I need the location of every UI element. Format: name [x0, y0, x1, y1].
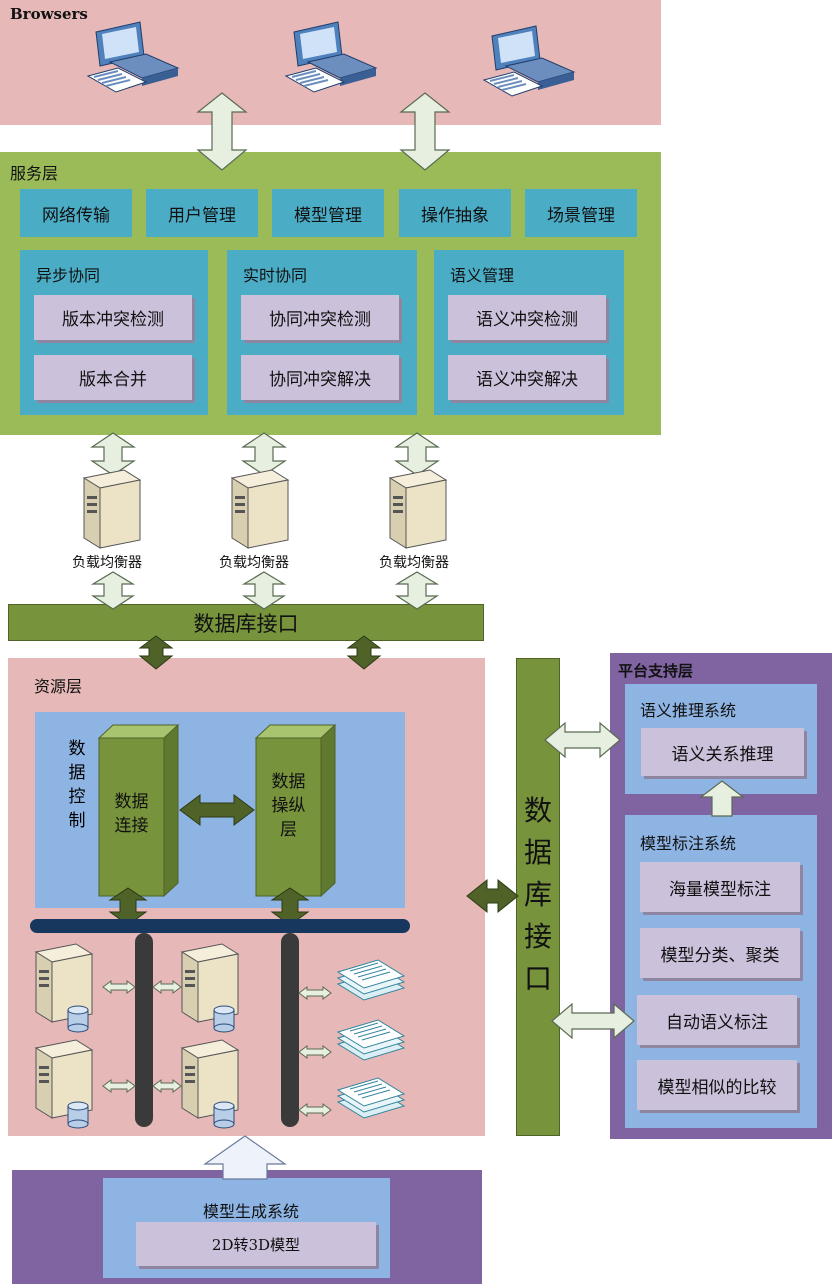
- browser-computer-icon: [483, 25, 575, 97]
- reasoning-item: 语义关系推理: [641, 728, 804, 776]
- group-async-item-2: 版本合并: [34, 355, 192, 400]
- data-control-char-3: 控: [68, 787, 86, 807]
- module-network: 网络传输: [20, 189, 132, 237]
- annotation-item-2: 模型分类、聚类: [640, 928, 800, 978]
- resource-layer-title: 资源层: [34, 677, 83, 696]
- resource-db-arrow: [466, 878, 519, 914]
- data-bus: [30, 919, 410, 933]
- document-stack-icon: [337, 959, 405, 1001]
- group-async-title: 异步协同: [36, 266, 101, 285]
- generation-resource-arrow: [203, 1135, 287, 1180]
- data-connect-line-1: 数据: [114, 792, 149, 812]
- browser-computer-icon: [87, 21, 179, 93]
- lb-db-arrows: [90, 571, 440, 610]
- db-interface-char-2: 据: [523, 836, 552, 869]
- db-interface-char-3: 库: [523, 878, 552, 911]
- data-ops-line-1: 数据: [271, 772, 306, 792]
- data-control-char-1: 数: [68, 739, 86, 759]
- module-scene: 场景管理: [525, 189, 637, 237]
- group-realtime-item-1: 协同冲突检测: [241, 295, 399, 340]
- group-semantic-item-1: 语义冲突检测: [448, 295, 606, 340]
- annotation-system-title: 模型标注系统: [640, 834, 737, 853]
- module-user: 用户管理: [146, 189, 258, 237]
- database-icon: [213, 1101, 235, 1129]
- browsers-title: Browsers: [10, 5, 88, 23]
- server-bus-arrows: [102, 980, 332, 1117]
- data-ops-label: 数据 操纵 层: [256, 770, 321, 842]
- db-interface-char-1: 数: [523, 794, 552, 827]
- database-icon: [67, 1005, 89, 1033]
- browser-service-arrows: [196, 92, 451, 171]
- data-control-label: 数 据 控 制: [66, 737, 88, 833]
- database-icon: [213, 1005, 235, 1033]
- group-semantic-title: 语义管理: [450, 266, 515, 285]
- connect-ops-arrow: [179, 794, 255, 826]
- group-async-item-1: 版本冲突检测: [34, 295, 192, 340]
- document-stack-icon: [337, 1019, 405, 1061]
- data-ops-line-2: 操纵: [271, 796, 306, 816]
- browser-computer-icon: [285, 21, 377, 93]
- db-resource-arrows: [138, 635, 382, 670]
- document-stack-icon: [337, 1077, 405, 1119]
- annotation-item-1: 海量模型标注: [640, 862, 800, 912]
- data-connect-line-2: 连接: [114, 816, 149, 836]
- annotation-reasoning-arrow: [699, 780, 745, 817]
- module-model: 模型管理: [272, 189, 384, 237]
- group-realtime-item-2: 协同冲突解决: [241, 355, 399, 400]
- load-balancer-label-3: 负载均衡器: [379, 555, 449, 571]
- service-layer-title: 服务层: [10, 164, 59, 183]
- db-platform-arrows: [544, 721, 635, 1040]
- generation-system-title: 模型生成系统: [203, 1202, 300, 1221]
- service-lb-arrows: [90, 432, 440, 476]
- annotation-item-4: 模型相似的比较: [637, 1060, 797, 1110]
- annotation-item-3: 自动语义标注: [637, 995, 797, 1045]
- group-semantic-item-2: 语义冲突解决: [448, 355, 606, 400]
- data-connect-block: [97, 723, 180, 898]
- platform-layer-title: 平台支持层: [618, 662, 694, 680]
- load-balancer-server-icon: [231, 469, 289, 549]
- db-interface-char-5: 口: [523, 962, 552, 995]
- database-icon: [67, 1101, 89, 1129]
- data-control-char-2: 据: [68, 763, 86, 783]
- data-control-char-4: 制: [68, 811, 86, 831]
- group-realtime-title: 实时协同: [243, 266, 308, 285]
- server-bus: [135, 933, 153, 1127]
- file-bus: [281, 933, 299, 1127]
- data-ops-line-3: 层: [280, 820, 297, 840]
- data-ops-block: [254, 723, 337, 898]
- reasoning-system-title: 语义推理系统: [640, 701, 737, 720]
- db-interface-char-4: 接: [523, 920, 552, 953]
- load-balancer-server-icon: [389, 469, 447, 549]
- module-operation: 操作抽象: [399, 189, 511, 237]
- load-balancer-server-icon: [83, 469, 141, 549]
- db-interface-horizontal: 数据库接口: [8, 604, 484, 641]
- generation-item: 2D转3D模型: [136, 1222, 376, 1266]
- db-interface-vertical-label: 数 据 库 接 口: [516, 790, 560, 1000]
- data-connect-label: 数据 连接: [99, 790, 164, 838]
- load-balancer-label-2: 负载均衡器: [219, 555, 289, 571]
- block-bus-arrows: [108, 887, 310, 926]
- load-balancer-label-1: 负载均衡器: [72, 555, 142, 571]
